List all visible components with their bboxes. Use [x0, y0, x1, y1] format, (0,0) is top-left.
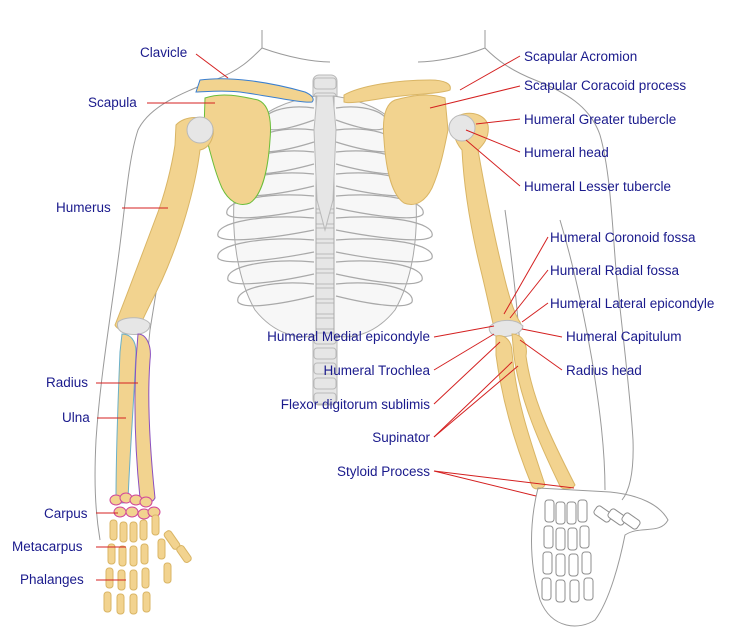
scapulae — [203, 94, 449, 205]
finger-bone — [109, 519, 118, 541]
label-scapula: Scapula — [88, 95, 137, 110]
finger-bone — [566, 501, 577, 525]
rib-right — [335, 282, 413, 307]
rib-right — [335, 238, 433, 263]
forearm-right — [495, 333, 576, 490]
finger-bone — [555, 553, 566, 577]
vertebra — [313, 377, 337, 390]
rib-left — [227, 260, 315, 285]
rib-right — [335, 194, 424, 219]
label-phalanges: Phalanges — [20, 572, 84, 587]
vertebra — [313, 257, 337, 270]
vertebra — [313, 77, 337, 90]
rib-left — [217, 216, 315, 241]
label-lateral-epicondyle: Humeral Lateral epicondyle — [550, 296, 714, 311]
rib-left — [226, 194, 315, 219]
finger-bone — [555, 527, 566, 551]
rib-left — [237, 282, 315, 307]
label-radial-fossa: Humeral Radial fossa — [550, 263, 680, 278]
labels: Clavicle Scapula Humerus Radius Ulna Car… — [12, 45, 714, 587]
humerus-right — [448, 112, 524, 337]
label-styloid: Styloid Process — [337, 464, 430, 479]
clavicles — [195, 78, 451, 104]
finger-bone — [119, 521, 128, 543]
finger-bone — [583, 577, 594, 601]
label-clavicle: Clavicle — [140, 45, 187, 60]
carpal-bone — [113, 506, 127, 518]
carpal-bone — [139, 496, 153, 508]
hand-right — [531, 487, 669, 627]
label-greater-tubercle: Humeral Greater tubercle — [524, 112, 676, 127]
finger-bone — [157, 538, 166, 560]
vertebra — [313, 272, 337, 285]
finger-bone — [151, 514, 160, 536]
finger-bone — [129, 545, 138, 567]
rib-right — [335, 216, 433, 241]
rib-left — [217, 238, 315, 263]
finger-bone — [577, 499, 588, 523]
sternum — [313, 95, 337, 232]
vertebra — [313, 317, 337, 330]
finger-bone — [567, 527, 578, 551]
finger-bone — [129, 593, 138, 615]
label-scapular-acromion: Scapular Acromion — [524, 49, 637, 64]
finger-bone — [544, 499, 555, 523]
label-flexor: Flexor digitorum sublimis — [281, 397, 431, 412]
hand-left — [103, 492, 192, 615]
finger-bone — [141, 567, 150, 589]
rib-right — [335, 260, 423, 285]
finger-bone — [116, 593, 125, 615]
finger-bone — [555, 501, 566, 525]
thumb-bone — [176, 545, 192, 563]
finger-bone — [140, 543, 149, 565]
finger-bone — [541, 577, 552, 601]
finger-bone — [129, 521, 138, 543]
leader-lines — [96, 53, 575, 581]
label-radius-head: Radius head — [566, 363, 642, 378]
carpal-bone — [125, 506, 139, 518]
finger-bone — [542, 551, 553, 575]
vertebra — [313, 392, 337, 405]
vertebra — [313, 242, 337, 255]
label-medial-epicondyle: Humeral Medial epicondyle — [267, 329, 430, 344]
vertebra — [313, 362, 337, 375]
finger-bone — [129, 569, 138, 591]
finger-bone — [568, 553, 579, 577]
label-humerus: Humerus — [56, 200, 111, 215]
thumb-bone — [621, 512, 641, 530]
label-lesser-tubercle: Humeral Lesser tubercle — [524, 179, 671, 194]
finger-bone — [105, 567, 114, 589]
vertebra — [313, 302, 337, 315]
finger-bone — [579, 525, 590, 549]
vertebra — [313, 332, 337, 345]
label-trochlea: Humeral Trochlea — [323, 363, 430, 378]
finger-bone — [569, 579, 580, 603]
label-coronoid-fossa: Humeral Coronoid fossa — [550, 230, 696, 245]
label-supinator: Supinator — [372, 430, 430, 445]
finger-bone — [139, 519, 148, 541]
label-humeral-head: Humeral head — [524, 145, 609, 160]
label-radius: Radius — [46, 375, 88, 390]
finger-bone — [581, 551, 592, 575]
finger-bone — [103, 591, 112, 613]
label-capitulum: Humeral Capitulum — [566, 329, 682, 344]
label-scapular-coracoid: Scapular Coracoid process — [524, 78, 686, 93]
label-carpus: Carpus — [44, 506, 88, 521]
finger-bone — [107, 543, 116, 565]
finger-bone — [118, 545, 127, 567]
label-ulna: Ulna — [62, 410, 90, 425]
vertebra — [313, 287, 337, 300]
finger-bone — [543, 525, 554, 549]
vertebra — [313, 347, 337, 360]
humerus-left — [114, 116, 214, 335]
label-metacarpus: Metacarpus — [12, 539, 83, 554]
finger-bone — [142, 591, 151, 613]
finger-bone — [163, 562, 172, 584]
finger-bone — [555, 579, 566, 603]
thumb-bone — [593, 505, 613, 523]
